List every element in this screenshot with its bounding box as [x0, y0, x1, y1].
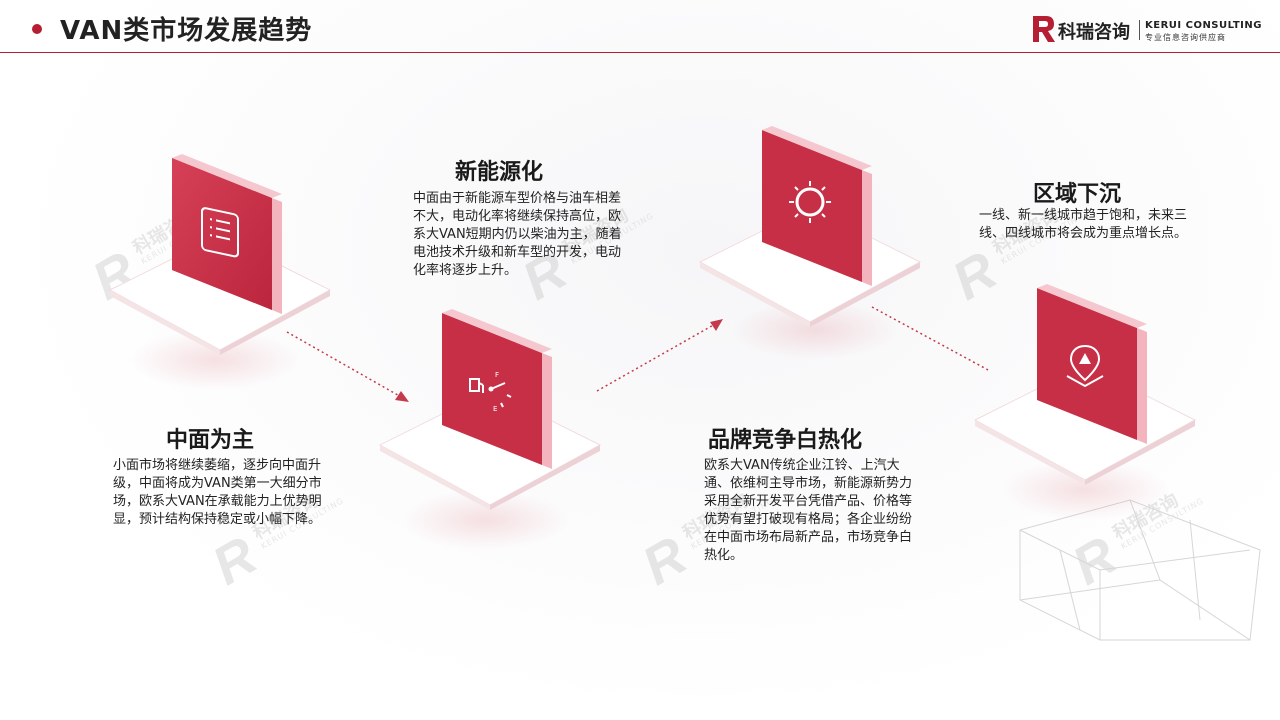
platform-3	[690, 122, 930, 336]
section-body: 小面市场将继续萎缩，逐步向中面升级，中面将成为VAN类第一大细分市场，欧系大VA…	[113, 458, 322, 527]
logo-en: KERUI CONSULTING	[1145, 20, 1262, 31]
flow-arrow-2	[596, 319, 723, 392]
wireframe-decoration	[1019, 499, 1261, 641]
header-divider	[0, 52, 1280, 53]
section-body: 一线、新一线城市趋于饱和，未来三线、四线城市将会成为重点增长点。	[979, 208, 1188, 241]
logo-mark-icon	[1033, 16, 1055, 42]
map-pin-icon	[1066, 344, 1104, 388]
section-body: 中面由于新能源车型价格与油车相差不大，电动化率将继续保持高位，欧系大VAN短期内…	[413, 191, 622, 278]
flow-connector-3	[871, 306, 991, 372]
section-heading: 区域下沉	[1033, 182, 1122, 207]
platform-1	[100, 150, 340, 364]
logo-sub: 专业信息咨询供应商	[1145, 33, 1226, 42]
flow-arrow-1	[286, 331, 409, 402]
section-heading: 中面为主	[166, 428, 255, 453]
title-bullet	[32, 24, 42, 34]
logo-separator	[1139, 20, 1140, 40]
fuel-gauge-icon: F E	[469, 371, 512, 413]
svg-text:F: F	[495, 371, 499, 379]
list-icon	[201, 207, 239, 258]
page-title: VAN类市场发展趋势	[60, 16, 313, 46]
sun-badge-icon	[789, 181, 831, 223]
section-heading: 品牌竞争白热化	[708, 428, 863, 453]
logo-cn: 科瑞咨询	[1058, 22, 1130, 43]
section-heading: 新能源化	[455, 160, 544, 185]
svg-text:E: E	[493, 405, 497, 413]
header: VAN类市场发展趋势 科瑞咨询 KERUI CONSULTING 专业信息咨询供…	[0, 0, 1280, 54]
section-body: 欧系大VAN传统企业江铃、上汽大通、依维柯主导市场，新能源新势力采用全新开发平台…	[704, 458, 913, 563]
platform-2: F E	[370, 305, 610, 519]
platform-4	[965, 280, 1205, 494]
